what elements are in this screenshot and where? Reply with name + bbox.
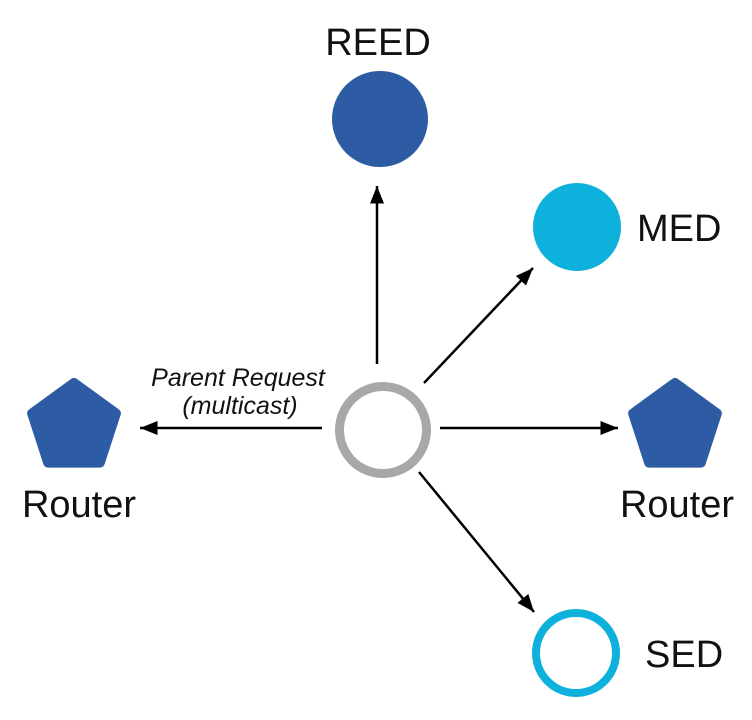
joining-device-node [335, 382, 431, 478]
router-right-node [628, 378, 722, 468]
router-right-label: Router [620, 484, 734, 526]
reed-label: REED [325, 22, 431, 64]
router-left-node [27, 378, 121, 468]
router-left-label: Router [22, 484, 136, 526]
parent-request-annotation-line2: (multicast) [182, 392, 297, 420]
med-label: MED [637, 208, 721, 250]
arrow-to-med [423, 267, 534, 384]
sed-label: SED [645, 634, 723, 676]
parent-request-annotation-line1: Parent Request [151, 364, 326, 392]
med-node [533, 183, 621, 271]
reed-node [332, 71, 428, 167]
sed-node [532, 609, 620, 697]
arrow-to-sed [418, 471, 535, 613]
